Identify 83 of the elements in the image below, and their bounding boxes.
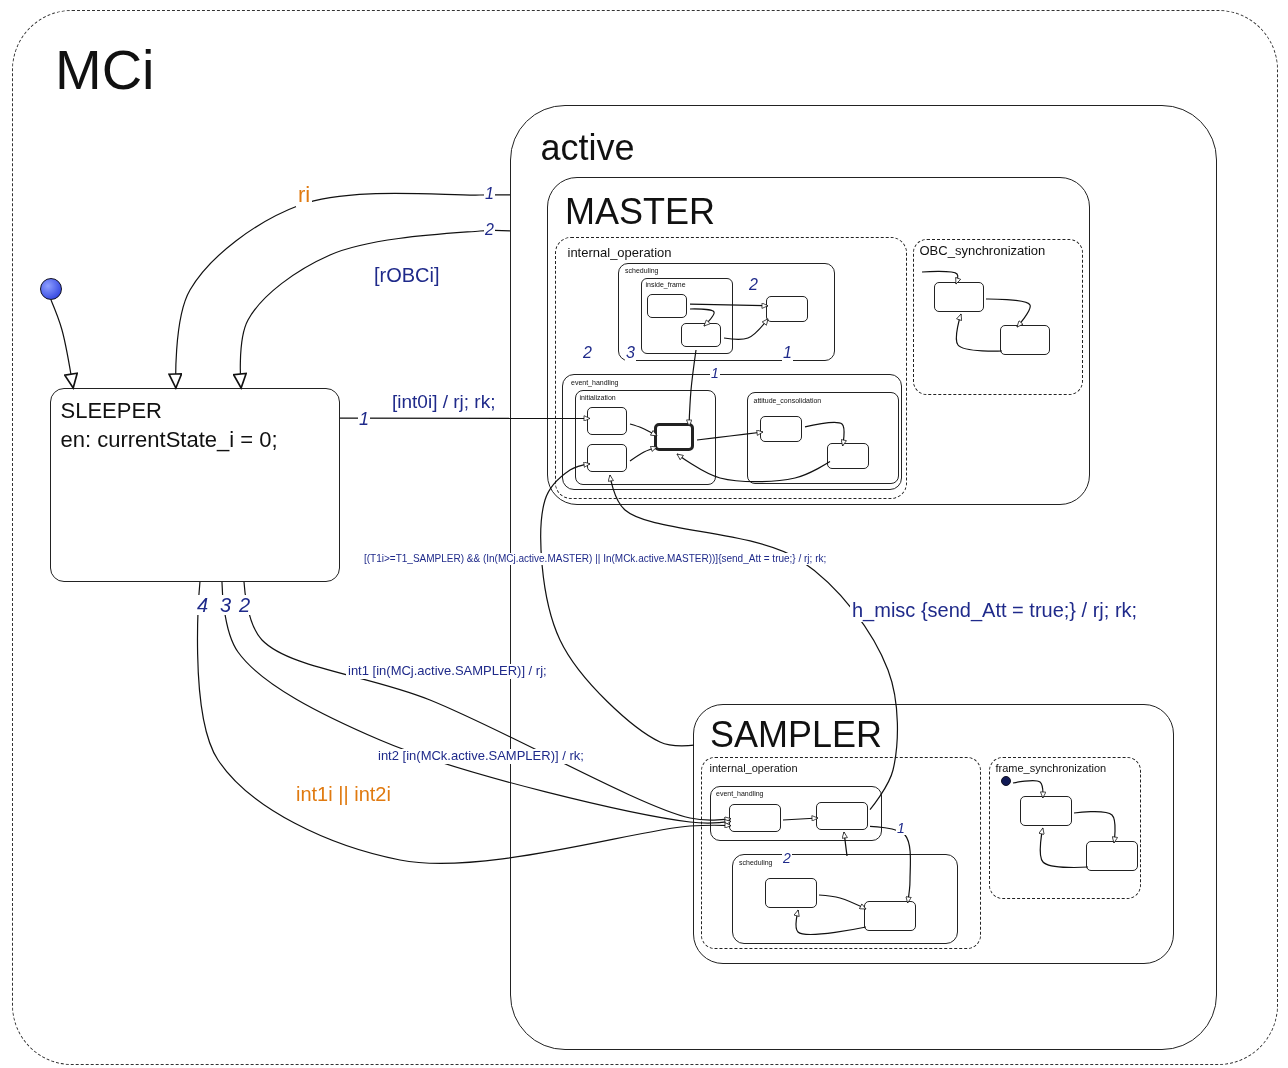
- state-box: [760, 416, 802, 442]
- transition-arrow: [540, 461, 695, 747]
- transition-arrow: [232, 229, 511, 389]
- transition-arrow: [782, 815, 819, 822]
- priority-number: 2: [782, 851, 792, 865]
- state-name: MASTER: [565, 192, 715, 232]
- transition-label: int1 [in(MCj.active.SAMPLER)] / rj;: [346, 664, 549, 679]
- state-name: internal_operation: [567, 245, 672, 260]
- state-box: [654, 423, 694, 451]
- parallel-state-box: [988, 756, 1141, 899]
- transition-label: [rOBCi]: [372, 264, 442, 287]
- priority-number: 3: [219, 595, 233, 615]
- transition-arrow: [686, 349, 697, 427]
- transition-arrow: [1038, 827, 1089, 869]
- state-box: [746, 391, 899, 484]
- state-box: [640, 277, 733, 354]
- priority-number: 3: [625, 345, 636, 361]
- superstate-box: [693, 704, 1174, 964]
- transition-arrow: [689, 302, 769, 309]
- initial-state-dot: [1001, 776, 1011, 786]
- state-box: [49, 387, 340, 582]
- state-box: [732, 854, 958, 944]
- state-box: [587, 444, 627, 472]
- transition-arrow: [841, 831, 848, 857]
- transition-arrow: [793, 909, 867, 936]
- state-box: [710, 786, 882, 841]
- transition-arrow: [696, 429, 764, 441]
- transition-arrow: [689, 308, 715, 327]
- state-name: frame_synchronization: [995, 761, 1107, 774]
- state-box: [765, 295, 808, 322]
- priority-number: 1: [782, 345, 793, 361]
- state-box: [1000, 325, 1050, 355]
- state-box: [681, 323, 721, 347]
- entry-action: en: currentState_i = 0;: [60, 428, 278, 453]
- state-name: SLEEPER: [60, 398, 162, 423]
- transition-arrow: [818, 894, 867, 910]
- state-box: [587, 407, 627, 435]
- priority-number: 1: [484, 186, 495, 202]
- transition-arrow: [339, 415, 591, 422]
- transition-arrow: [50, 299, 78, 389]
- transition-arrow: [607, 474, 898, 811]
- transition-arrow: [869, 825, 912, 904]
- transition-arrow: [676, 453, 831, 483]
- transition-arrow: [921, 270, 961, 285]
- transition-arrow: [985, 298, 1031, 328]
- state-name: MCi: [55, 39, 155, 101]
- transition-arrow: [955, 313, 1003, 352]
- state-box: [827, 443, 869, 469]
- priority-number: 2: [238, 595, 252, 615]
- priority-number: 2: [748, 277, 759, 293]
- state-name: SAMPLER: [710, 715, 883, 755]
- state-name: active: [540, 127, 635, 168]
- state-box: [934, 282, 984, 312]
- state-box: [647, 294, 687, 318]
- priority-number: 2: [582, 345, 593, 361]
- priority-number: 1: [710, 366, 720, 380]
- parallel-state-box: [912, 238, 1083, 395]
- initial-state-dot: [39, 277, 62, 300]
- state-box: [728, 803, 781, 832]
- state-box: [815, 801, 868, 830]
- transition-label: int2 [in(MCk.active.SAMPLER)] / rk;: [376, 749, 586, 764]
- transition-arrow: [723, 318, 769, 340]
- state-name: internal_operation: [709, 761, 798, 774]
- transition-arrow: [629, 423, 658, 437]
- state-box: [764, 877, 817, 908]
- priority-number: 1: [896, 821, 906, 835]
- transition-arrow: [196, 581, 732, 864]
- state-box: [863, 900, 916, 931]
- transition-arrow: [1073, 811, 1118, 844]
- transition-arrow: [804, 421, 847, 447]
- state-box: [1086, 841, 1138, 871]
- priority-number: 2: [484, 222, 495, 238]
- state-box: [574, 389, 716, 485]
- priority-number: 1: [358, 410, 370, 428]
- state-box: [1020, 796, 1072, 826]
- transition-arrow: [629, 445, 658, 462]
- transition-label: [(T1i>=T1_SAMPLER) && (In(MCj.active.MASTER) || In(MCk.active.MASTER))]{send_Att = true;} / rj; rk;: [362, 553, 829, 565]
- state-name: OBC_synchronization: [919, 243, 1046, 258]
- superstate-box: [547, 177, 1090, 505]
- transition-arrow: [1012, 780, 1047, 799]
- priority-number: 4: [196, 595, 210, 615]
- transition-arrow: [168, 192, 511, 389]
- transition-label: int1i || int2i: [294, 783, 393, 806]
